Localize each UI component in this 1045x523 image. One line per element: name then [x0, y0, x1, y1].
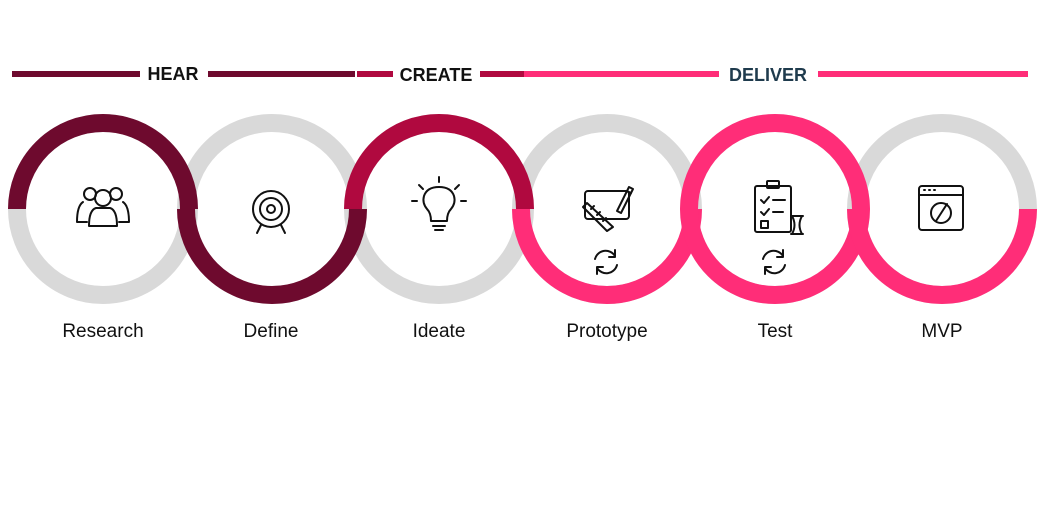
step-label-research: Research — [62, 321, 143, 342]
step-label-define: Define — [244, 321, 299, 342]
ring-highlights — [8, 114, 1037, 304]
step-label-mvp: MVP — [921, 321, 962, 342]
phase-bar-hear-left — [12, 71, 140, 77]
ring-mvp-arc — [847, 208, 1037, 304]
step-label-ideate: Ideate — [413, 321, 466, 342]
step-labels: Research Define Ideate Prototype Test MV… — [62, 321, 962, 342]
ring-research-arc — [8, 114, 198, 210]
people-group-icon — [76, 187, 130, 227]
phase-bar-hear-right — [208, 71, 355, 77]
ring-prototype-arc — [512, 208, 702, 304]
phase-label-create: CREATE — [400, 65, 473, 85]
phase-bar-create-right — [480, 71, 524, 77]
phase-bar — [12, 71, 1028, 77]
target-icon — [252, 190, 290, 234]
ring-ideate-arc — [344, 114, 534, 210]
phase-bar-deliver-left — [524, 71, 719, 77]
browser-window-icon — [918, 185, 964, 231]
checklist-hourglass-icon — [754, 180, 804, 235]
ring-test-arc — [680, 114, 870, 304]
phase-label-hear: HEAR — [147, 64, 198, 84]
refresh-icon — [762, 249, 786, 275]
step-label-test: Test — [758, 321, 794, 342]
lightbulb-icon — [411, 176, 467, 231]
design-tools-icon — [582, 186, 634, 232]
refresh-icon — [594, 249, 618, 275]
phase-bar-deliver-right — [818, 71, 1028, 77]
phase-bar-create-left — [357, 71, 393, 77]
ring-define-arc — [177, 208, 367, 304]
phase-label-deliver: DELIVER — [729, 65, 807, 85]
step-label-prototype: Prototype — [566, 321, 647, 342]
